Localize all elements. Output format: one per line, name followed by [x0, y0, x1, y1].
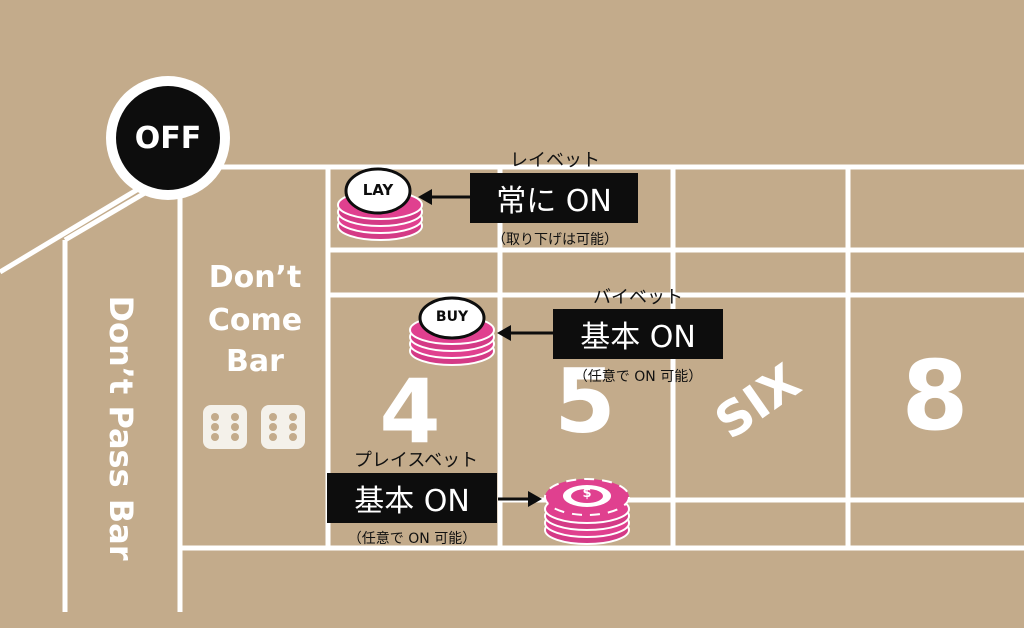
- table-lines: [0, 164, 1024, 612]
- buy-bet-note: （任意で ON 可能）: [573, 369, 703, 385]
- off-puck: OFF: [106, 76, 230, 200]
- chip-stacks: [337, 167, 630, 545]
- number-four: 4: [379, 360, 441, 463]
- dice-icon: [203, 405, 247, 449]
- lay-bet-box: 常に ON: [470, 173, 638, 223]
- place-chip-label: $: [582, 486, 592, 501]
- number-eight: 8: [901, 340, 969, 452]
- place-chip-stack: [544, 478, 630, 545]
- buy-bet-box: 基本 ON: [553, 309, 723, 359]
- lay-bet-note: （取り下げは可能）: [492, 232, 618, 248]
- lay-chip-stack: [337, 167, 423, 241]
- place-bet-caption: プレイスベット: [353, 450, 479, 471]
- lay-bet-caption: レイベット: [510, 150, 600, 171]
- place-bet-note: （任意で ON 可能）: [347, 531, 477, 547]
- number-five: 5: [554, 350, 616, 453]
- dont-come-bar-line1: Don’t: [208, 260, 302, 295]
- dice-icon: [261, 405, 305, 449]
- dont-come-bar-line3: Bar: [226, 344, 284, 379]
- place-bet-box: 基本 ON: [327, 473, 497, 523]
- off-puck-label: OFF: [134, 120, 202, 156]
- buy-chip-stack: [409, 296, 495, 366]
- lay-chip-label: LAY: [362, 181, 394, 199]
- buy-bet-caption: バイベット: [593, 287, 683, 308]
- dont-come-bar-line2: Come: [207, 303, 303, 338]
- craps-table: OFF Don’t Pass Bar Don’t Come Bar 4 5 SI…: [0, 76, 1024, 612]
- buy-chip-label: BUY: [435, 309, 469, 325]
